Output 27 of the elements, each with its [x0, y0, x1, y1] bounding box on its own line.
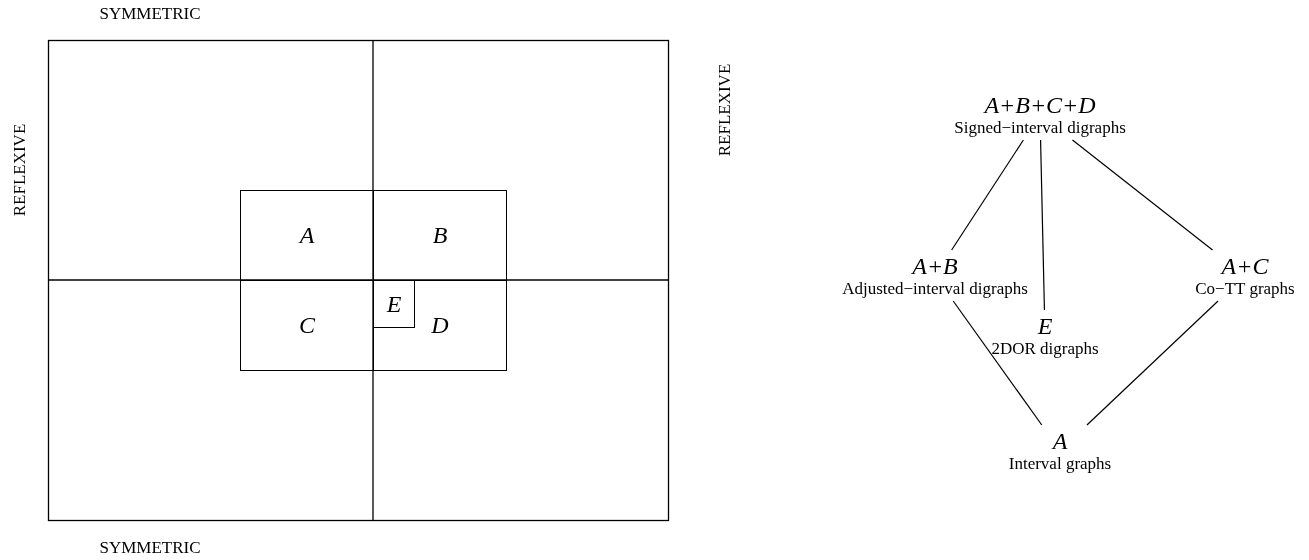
- connector-line: [952, 300, 1043, 426]
- class-name: Co−TT graphs: [1195, 279, 1295, 298]
- axis-label: SYMMETRIC: [99, 538, 201, 558]
- class-formula: A+C: [1219, 253, 1270, 279]
- class-formula: E: [1036, 313, 1054, 339]
- class-name: Adjusted−interval digraphs: [842, 279, 1028, 298]
- region-box: [240, 190, 374, 281]
- region-letter: E: [386, 290, 402, 318]
- region-letter: C: [299, 312, 315, 339]
- region-letter: D: [431, 312, 449, 339]
- class-name: 2DOR digraphs: [991, 339, 1099, 358]
- region-box: [373, 280, 507, 371]
- class-formula: A+B: [910, 253, 959, 279]
- inner-region-box: [373, 280, 415, 328]
- axis-label-vertical: REFLEXIVE: [10, 123, 30, 217]
- axis-label: SYMMETRIC: [99, 4, 201, 24]
- connector-line: [1071, 139, 1214, 251]
- region-letter: A: [299, 222, 315, 249]
- connector-line: [951, 139, 1024, 251]
- class-formula: A: [1050, 428, 1069, 454]
- region-letter: B: [432, 222, 448, 249]
- class-formula: A+B+C+D: [982, 92, 1097, 118]
- class-name: Signed−interval digraphs: [954, 118, 1126, 137]
- class-name: Interval graphs: [1008, 454, 1112, 473]
- connector-line: [1040, 139, 1045, 311]
- axis-label-vertical: REFLEXIVE: [715, 63, 735, 157]
- connector-line: [1086, 300, 1219, 426]
